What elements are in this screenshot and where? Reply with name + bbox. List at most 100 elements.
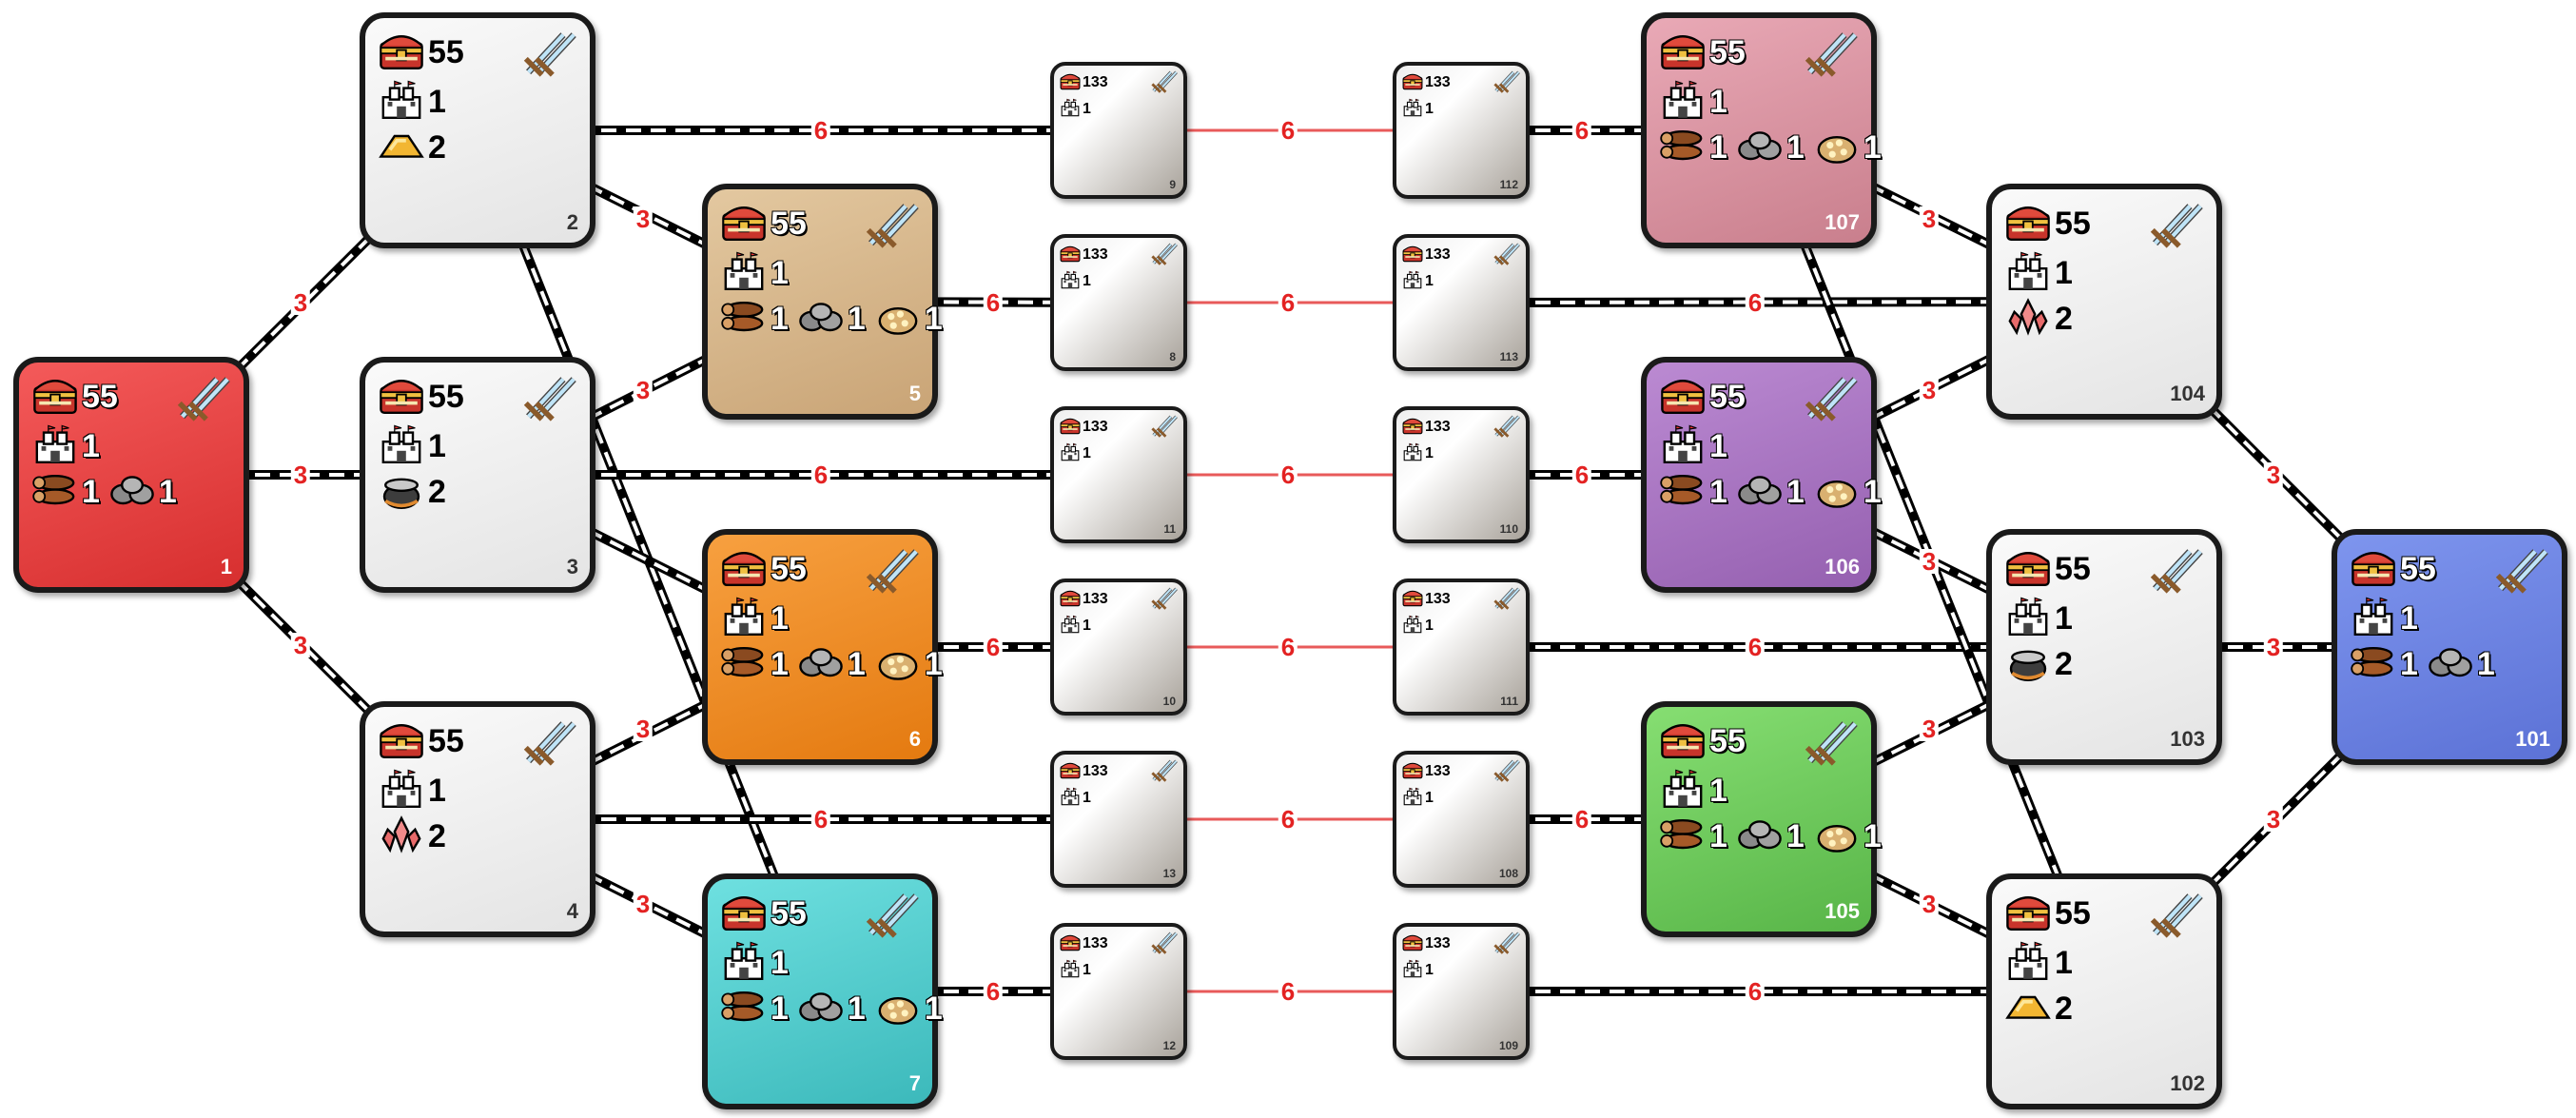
gold-value: 133: [1083, 935, 1108, 952]
resources-row: 2: [2005, 641, 2082, 687]
gems-icon: [1814, 469, 1860, 515]
castle-count: 1: [2400, 599, 2418, 637]
zone-id: 9: [1169, 178, 1176, 191]
edge-label-3-11: 6: [810, 462, 831, 487]
castle-icon: [1402, 615, 1423, 638]
gold-row: 133: [1402, 244, 1454, 267]
gold-value: 55: [2055, 205, 2091, 242]
monster-swords-icon: [1493, 69, 1520, 98]
wood-icon: [721, 641, 767, 687]
edge-label-4-6: 3: [633, 716, 654, 741]
castle-row: 1: [1660, 423, 1737, 469]
zone-id: 13: [1162, 867, 1176, 880]
gold-row: 55: [2005, 891, 2100, 936]
castle-icon: [2351, 596, 2396, 641]
mercury-icon: [2005, 641, 2051, 687]
resource-count: 1: [847, 300, 866, 337]
treasure-chest-icon: [1402, 244, 1423, 267]
edge-label-6-10: 6: [983, 635, 1004, 659]
resource-count: 2: [2055, 990, 2073, 1027]
resource-count: 1: [1709, 473, 1727, 510]
castle-row: 1: [1402, 787, 1437, 811]
gems-icon: [1814, 125, 1860, 170]
castle-row: 1: [1060, 98, 1095, 122]
castle-icon: [32, 423, 78, 469]
gold-row: 133: [1060, 244, 1112, 267]
castle-count: 1: [1083, 618, 1091, 635]
ore-icon: [2428, 641, 2473, 687]
castle-row: 1: [1402, 98, 1437, 122]
treasure-chest-icon: [1060, 244, 1081, 267]
gold-row: 55: [1660, 718, 1755, 764]
edge-label-9-112: 6: [1278, 118, 1298, 143]
resource-count: 1: [771, 645, 789, 682]
edge-label-109-102: 6: [1745, 979, 1766, 1004]
zone-id: 107: [1825, 210, 1860, 234]
treasure-chest-icon: [1402, 71, 1423, 95]
monster-swords-icon: [1493, 586, 1520, 615]
ore-icon: [798, 986, 844, 1031]
castle-count: 1: [428, 427, 446, 464]
resources-row: 2: [2005, 986, 2082, 1031]
edge-label-7-12: 6: [983, 979, 1004, 1004]
gold-row: 55: [379, 374, 474, 420]
resource-count: 1: [82, 473, 100, 510]
gold-value: 133: [1425, 246, 1451, 264]
resource-count: 1: [847, 990, 866, 1027]
edge-label-5-8: 6: [983, 290, 1004, 315]
zone-id: 11: [1163, 522, 1176, 536]
resource-count: 1: [771, 300, 789, 337]
castle-icon: [1402, 959, 1423, 983]
castle-icon: [721, 596, 767, 641]
treasure-chest-icon: [1402, 588, 1423, 612]
monster-swords-icon: [1493, 931, 1520, 959]
castle-row: 1: [1402, 442, 1437, 466]
zone-id: 105: [1825, 899, 1860, 923]
castle-icon: [1660, 768, 1706, 814]
resource-count: 2: [428, 817, 446, 854]
gold-row: 55: [721, 201, 816, 246]
ore-icon: [1737, 125, 1783, 170]
gold-value: 55: [82, 378, 118, 415]
edge-label-106-104: 3: [1919, 378, 1940, 402]
gold-value: 133: [1083, 763, 1108, 780]
wood-icon: [721, 296, 767, 342]
castle-row: 1: [2005, 250, 2082, 296]
edge-label-110-106: 6: [1571, 462, 1592, 487]
resources-row: 2: [379, 814, 456, 859]
gold-value: 133: [1425, 935, 1451, 952]
gems-icon: [1814, 814, 1860, 859]
castle-icon: [1060, 959, 1081, 983]
resource-count: 1: [1786, 473, 1805, 510]
castle-count: 1: [1425, 273, 1434, 290]
